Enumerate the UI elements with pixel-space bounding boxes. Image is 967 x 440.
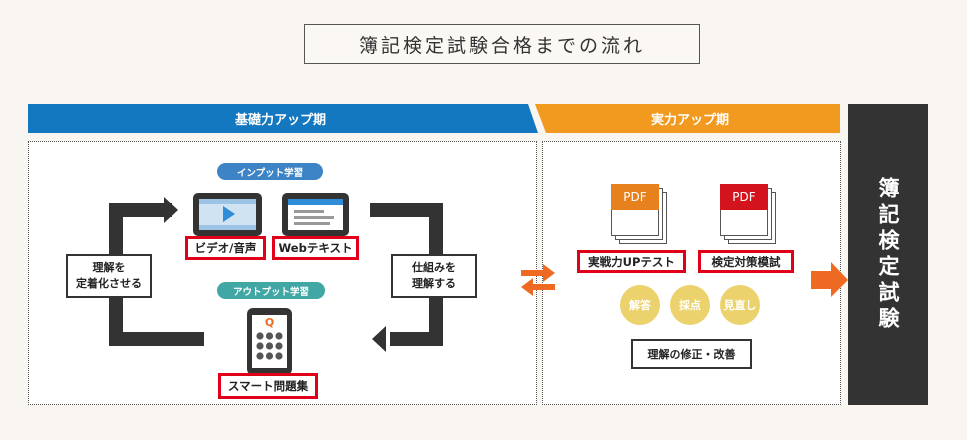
pdf-document-icon: PDF <box>611 184 659 210</box>
cycle-right-line1: 仕組みを <box>412 261 456 274</box>
practical-test-document-icon: PDF <box>611 184 667 244</box>
right-cycle-arrowhead <box>372 326 386 352</box>
video-audio-label: ビデオ/音声 <box>185 236 266 260</box>
pdf-document-icon: PDF <box>720 184 768 210</box>
web-text-tablet-icon <box>282 193 349 236</box>
cycle-left-line1: 理解を <box>92 261 126 274</box>
phase-banners <box>28 104 840 133</box>
smart-question-set-label: スマート問題集 <box>218 373 318 399</box>
practical-phase-banner <box>535 104 840 133</box>
video-player-icon <box>193 193 262 236</box>
bookkeeping-exam-box: 簿記検定試験 <box>848 104 928 405</box>
practical-test-label: 実戦力UPテスト <box>577 250 686 273</box>
page-title: 簿記検定試験合格までの流れ <box>304 24 700 64</box>
basic-phase-banner <box>28 104 538 133</box>
step-answer: 解答 <box>620 285 660 325</box>
cycle-right-text: 仕組みを 理解する <box>391 254 477 298</box>
left-cycle-arrowhead <box>164 197 178 223</box>
app-q-mark: Q <box>264 316 275 329</box>
understanding-improvement-box: 理解の修正・改善 <box>631 339 752 369</box>
web-text-label: Webテキスト <box>272 236 359 260</box>
exam-label: 簿記検定試験 <box>876 176 900 333</box>
practical-phase-label: 実力アップ期 <box>650 113 729 128</box>
step-grading: 採点 <box>670 285 710 325</box>
cycle-left-text: 理解を 定着化させる <box>66 254 152 298</box>
orange-exchange-arrows-icon <box>521 264 555 296</box>
smartphone-app-icon: Q <box>247 308 293 376</box>
output-learning-pill: アウトプット学習 <box>217 282 325 299</box>
input-learning-pill: インプット学習 <box>217 163 323 180</box>
mock-exam-document-icon: PDF <box>720 184 776 244</box>
cycle-right-line2: 理解する <box>412 277 456 290</box>
orange-right-arrow-icon <box>811 262 848 297</box>
mock-exam-label: 検定対策模試 <box>698 250 794 273</box>
cycle-left-line2: 定着化させる <box>76 277 142 290</box>
step-review: 見直し <box>720 285 760 325</box>
basic-phase-label: 基礎力アップ期 <box>234 113 326 128</box>
